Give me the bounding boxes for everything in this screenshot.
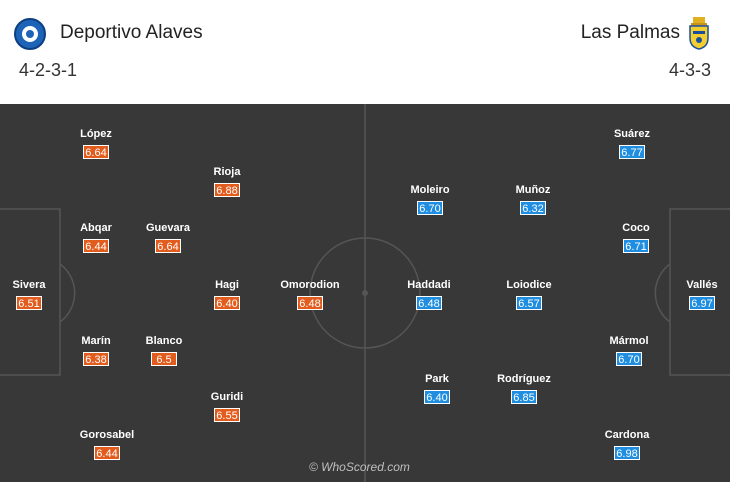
player-abqar[interactable]: Abqar 6.44 <box>56 221 136 255</box>
pitch-markings <box>0 104 730 482</box>
player-rating: 6.40 <box>214 296 240 310</box>
player-name: López <box>80 128 112 140</box>
player-rating: 6.48 <box>416 296 442 310</box>
player-name: Omorodion <box>280 279 340 291</box>
player-rating: 6.38 <box>83 352 109 366</box>
player-suarez[interactable]: Suárez 6.77 <box>592 127 672 161</box>
player-name: Cardona <box>604 429 650 441</box>
player-name: Suárez <box>613 128 651 140</box>
player-rating: 6.44 <box>83 239 109 253</box>
player-cardona[interactable]: Cardona 6.98 <box>587 428 667 462</box>
player-name: Mármol <box>609 335 649 347</box>
player-name: Hagi <box>215 279 239 291</box>
player-rating: 6.51 <box>16 296 42 310</box>
player-name: Abqar <box>80 222 112 234</box>
player-park[interactable]: Park 6.40 <box>397 372 477 406</box>
player-rating: 6.32 <box>520 201 546 215</box>
player-munoz[interactable]: Muñoz 6.32 <box>493 183 573 217</box>
player-valles[interactable]: Vallés 6.97 <box>662 278 730 312</box>
player-name: Moleiro <box>410 184 450 196</box>
pitch: López 6.64 Rioja 6.88 Abqar 6.44 Guevara… <box>0 104 730 482</box>
player-coco[interactable]: Coco 6.71 <box>596 221 676 255</box>
player-rating: 6.48 <box>297 296 323 310</box>
player-gorosabel[interactable]: Gorosabel 6.44 <box>67 428 147 462</box>
match-header: Deportivo Alaves 4-2-3-1 Las Palmas 4-3-… <box>0 0 730 105</box>
home-formation: 4-2-3-1 <box>19 60 78 80</box>
player-rioja[interactable]: Rioja 6.88 <box>187 165 267 199</box>
player-rating: 6.40 <box>424 390 450 404</box>
player-rating: 6.88 <box>214 183 240 197</box>
player-rodriguez[interactable]: Rodríguez 6.85 <box>484 372 564 406</box>
player-rating: 6.5 <box>151 352 177 366</box>
player-rating: 6.64 <box>155 239 181 253</box>
player-rating: 6.71 <box>623 239 649 253</box>
player-blanco[interactable]: Blanco 6.5 <box>124 334 204 368</box>
player-rating: 6.57 <box>516 296 542 310</box>
player-name: Rioja <box>213 166 241 178</box>
player-guridi[interactable]: Guridi 6.55 <box>187 390 267 424</box>
player-name: Guridi <box>210 391 244 403</box>
player-name: Sivera <box>12 279 46 291</box>
player-guevara[interactable]: Guevara 6.64 <box>128 221 208 255</box>
player-rating: 6.64 <box>83 145 109 159</box>
player-haddadi[interactable]: Haddadi 6.48 <box>389 278 469 312</box>
player-loiodice[interactable]: Loiodice 6.57 <box>489 278 569 312</box>
player-rating: 6.70 <box>417 201 443 215</box>
player-hagi[interactable]: Hagi 6.40 <box>187 278 267 312</box>
home-team-name[interactable]: Deportivo Alaves <box>60 22 203 43</box>
player-moleiro[interactable]: Moleiro 6.70 <box>390 183 470 217</box>
player-rating: 6.70 <box>616 352 642 366</box>
las-palmas-crest-icon <box>689 17 709 50</box>
whoscored-watermark: © WhoScored.com <box>309 460 410 474</box>
player-name: Muñoz <box>515 184 551 196</box>
player-name: Marín <box>81 335 111 347</box>
player-marmol[interactable]: Mármol 6.70 <box>589 334 669 368</box>
player-rating: 6.98 <box>614 446 640 460</box>
player-lopez[interactable]: López 6.64 <box>56 127 136 161</box>
player-name: Loiodice <box>506 279 552 291</box>
player-rating: 6.77 <box>619 145 645 159</box>
player-rating: 6.55 <box>214 408 240 422</box>
away-formation: 4-3-3 <box>668 60 711 80</box>
player-omorodion[interactable]: Omorodion 6.48 <box>270 278 350 312</box>
player-marin[interactable]: Marín 6.38 <box>56 334 136 368</box>
player-name: Park <box>425 373 449 385</box>
player-name: Rodríguez <box>497 373 551 385</box>
player-sivera[interactable]: Sivera 6.51 <box>0 278 69 312</box>
player-name: Vallés <box>686 279 718 291</box>
away-team-name[interactable]: Las Palmas <box>580 22 680 43</box>
player-name: Haddadi <box>407 279 451 291</box>
player-rating: 6.44 <box>94 446 120 460</box>
player-name: Gorosabel <box>79 429 135 441</box>
player-name: Guevara <box>145 222 191 234</box>
alaves-crest-icon <box>14 18 46 50</box>
player-name: Coco <box>622 222 650 234</box>
player-rating: 6.85 <box>511 390 537 404</box>
player-name: Blanco <box>145 335 183 347</box>
player-rating: 6.97 <box>689 296 715 310</box>
